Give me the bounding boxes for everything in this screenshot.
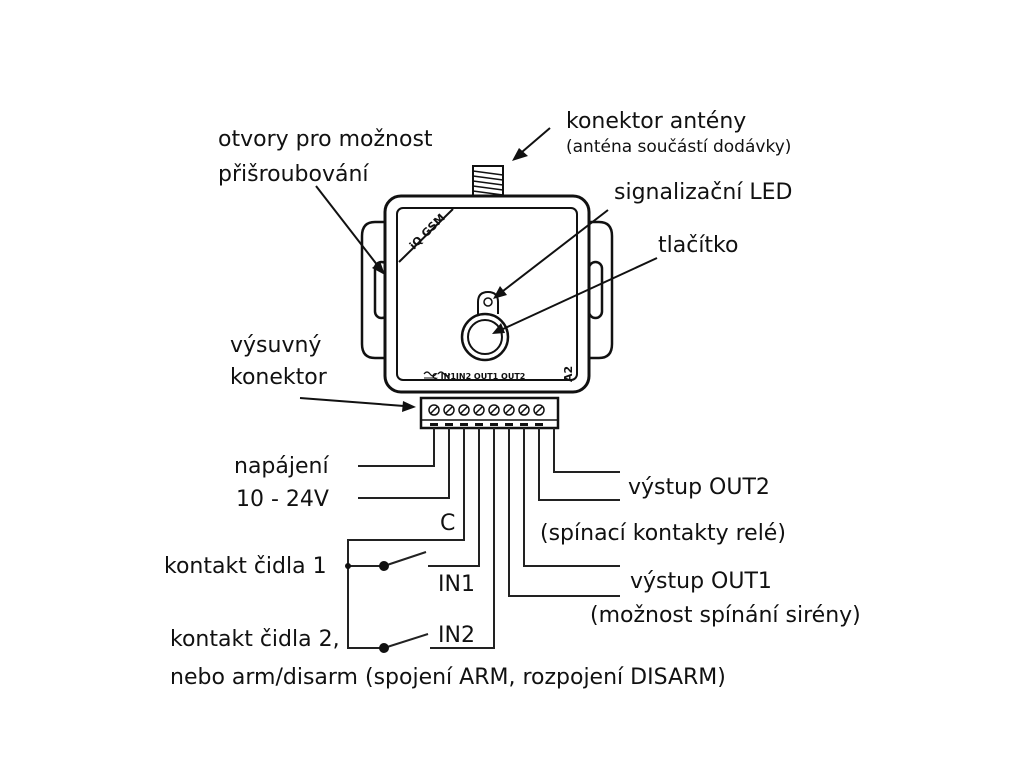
sensor2-label-line1: kontakt čidla 2,: [170, 627, 340, 652]
mount-holes-label-line1: otvory pro možnost: [218, 127, 433, 152]
leader-arrows: [299, 127, 658, 412]
connector-label-line2: konektor: [230, 365, 328, 390]
antenna-connector: [472, 165, 504, 199]
out2-note-label: (spínací kontakty relé): [540, 521, 786, 546]
in2-label: IN2: [438, 623, 475, 648]
terminal-row-label: C IN1IN2 OUT1 OUT2: [432, 372, 525, 381]
button-label: tlačítko: [658, 233, 738, 258]
device-housing: iQ GSM C IN1IN2 OUT1 OUT2 A2: [383, 194, 591, 394]
signal-led-label: signalizační LED: [614, 180, 792, 205]
antenna-connector-label: konektor antény: [566, 109, 746, 134]
terminal-slots: [430, 423, 543, 426]
power-terminal-symbol: [423, 371, 451, 379]
sensor2-label-line2: nebo arm/disarm (spojení ARM, rozpojení …: [170, 665, 726, 690]
terminal-screws: [428, 404, 545, 416]
c-terminal-label: C: [440, 511, 455, 536]
wiring: [345, 428, 620, 653]
mount-holes-label-line2: přišroubování: [218, 162, 369, 187]
out1-label: výstup OUT1: [630, 569, 772, 594]
out2-label: výstup OUT2: [628, 475, 770, 500]
out1-note-label: (možnost spínání sirény): [590, 603, 861, 628]
sensor1-label: kontakt čidla 1: [164, 554, 327, 579]
antenna-note-label: (anténa součástí dodávky): [566, 137, 791, 157]
in1-label: IN1: [438, 572, 475, 597]
connector-label-line1: výsuvný: [230, 333, 321, 358]
device-model: A2: [562, 366, 575, 382]
button: [460, 312, 510, 362]
terminal-connector: [419, 396, 560, 430]
signal-led: [477, 290, 499, 314]
power-label-line2: 10 - 24V: [236, 487, 329, 512]
power-label-line1: napájení: [234, 454, 329, 479]
